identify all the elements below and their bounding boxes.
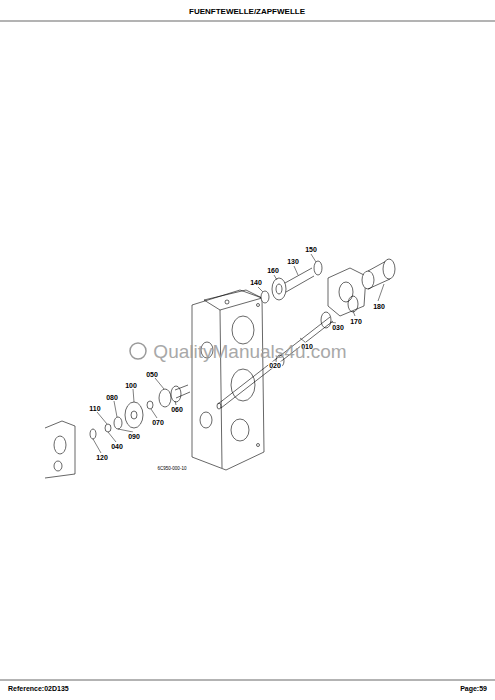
watermark-globe [130, 343, 146, 359]
callout-number: 170 [349, 318, 363, 325]
footer-page: Page:59 [460, 685, 487, 692]
page-title: FUENFTEWELLE/ZAPFWELLE [189, 8, 305, 16]
pto-shaft [217, 312, 333, 409]
callout-number: 060 [170, 406, 184, 413]
callout-number: 130 [286, 258, 300, 265]
callout-number: 110 [88, 405, 101, 412]
cap-cylinder [362, 259, 395, 289]
gear-shaft [261, 261, 322, 303]
footer-rule [0, 680, 495, 681]
callout-number: 090 [127, 433, 141, 440]
cover-bore [339, 282, 353, 302]
gear-stack [90, 385, 190, 439]
callout-number: 070 [151, 419, 165, 426]
callout-number: 100 [124, 382, 138, 389]
watermark: QualityManuals4u.com [153, 342, 346, 361]
gear-housing [192, 290, 264, 470]
figure-code: 6C950-000-10 [158, 467, 187, 472]
leader-lines [93, 254, 384, 453]
footer-reference: Reference:02D135 [8, 685, 69, 692]
bearing-cover [328, 268, 366, 316]
callout-number: 150 [304, 246, 318, 253]
callout-number: 160 [266, 267, 280, 274]
callout-number: 030 [331, 324, 345, 331]
header-rule [0, 21, 495, 22]
callout-number: 040 [110, 443, 124, 450]
callout-number: 050 [145, 371, 159, 378]
callout-number: 120 [95, 454, 109, 461]
oil-seal [348, 296, 358, 312]
transmission-case [45, 421, 75, 478]
callout-number: 180 [372, 303, 386, 310]
callout-number: 020 [268, 362, 282, 369]
callout-number: 140 [249, 279, 263, 286]
callout-number: 080 [105, 394, 119, 401]
